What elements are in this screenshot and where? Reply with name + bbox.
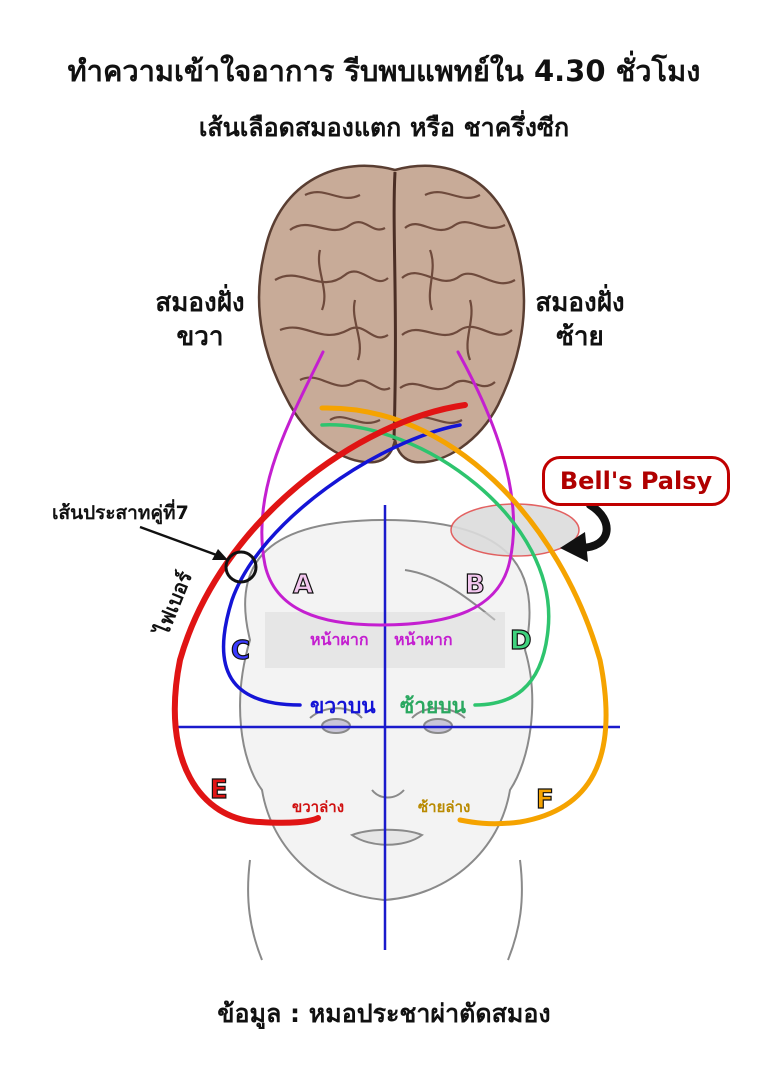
pathway-a-magenta <box>260 350 516 627</box>
region-lower-right: ขวาล่าง <box>292 798 345 816</box>
right-hemisphere-line2: ขวา <box>176 322 224 352</box>
region-forehead-right: หน้าผาก <box>310 630 369 649</box>
region-upper-left: ซ้ายบน <box>400 694 467 718</box>
region-forehead-left: หน้าผาก <box>394 630 453 649</box>
pathway-f-orange <box>319 405 609 827</box>
region-upper-right: ขวาบน <box>310 694 376 718</box>
bells-palsy-arrow <box>560 501 611 562</box>
bells-palsy-callout: Bell's Palsy <box>542 456 730 506</box>
pathway-e-red <box>171 402 468 826</box>
brain-illustration <box>257 164 526 464</box>
label-a: A <box>292 569 314 600</box>
label-b: B <box>464 569 485 600</box>
right-hemisphere-label: สมองฝั่ง ขวา <box>120 286 280 354</box>
left-hemisphere-label: สมองฝั่ง ซ้าย <box>500 286 660 354</box>
label-f: F <box>535 784 554 815</box>
page-subtitle: เส้นเลือดสมองแตก หรือ ชาครึ่งซีก <box>198 113 570 142</box>
nerve-7-pointer <box>139 525 223 559</box>
label-c: C <box>230 635 251 666</box>
pathway-c-blue <box>221 423 462 707</box>
page-title: ทำความเข้าใจอาการ รีบพบแพทย์ใน 4.30 ชั่ว… <box>67 54 701 88</box>
right-hemisphere-line1: สมองฝั่ง <box>155 288 245 318</box>
left-hemisphere-line2: ซ้าย <box>556 322 604 352</box>
nerve-7-arrowhead <box>212 549 228 560</box>
bells-palsy-area <box>450 503 580 557</box>
left-hemisphere-line1: สมองฝั่ง <box>535 288 625 318</box>
label-d: D <box>509 625 532 656</box>
region-lower-left: ซ้ายล่าง <box>418 798 471 816</box>
label-e: E <box>209 774 228 805</box>
facial-nerve-7-label: เส้นประสาทคู่ที่7 <box>52 502 189 524</box>
face-axes <box>175 505 620 950</box>
nerve-7-marker <box>224 550 258 584</box>
nerve-pathways <box>171 350 609 827</box>
source-footer: ข้อมูล : หมอประชาผ่าตัดสมอง <box>217 999 551 1028</box>
pathway-d-green <box>320 423 551 707</box>
